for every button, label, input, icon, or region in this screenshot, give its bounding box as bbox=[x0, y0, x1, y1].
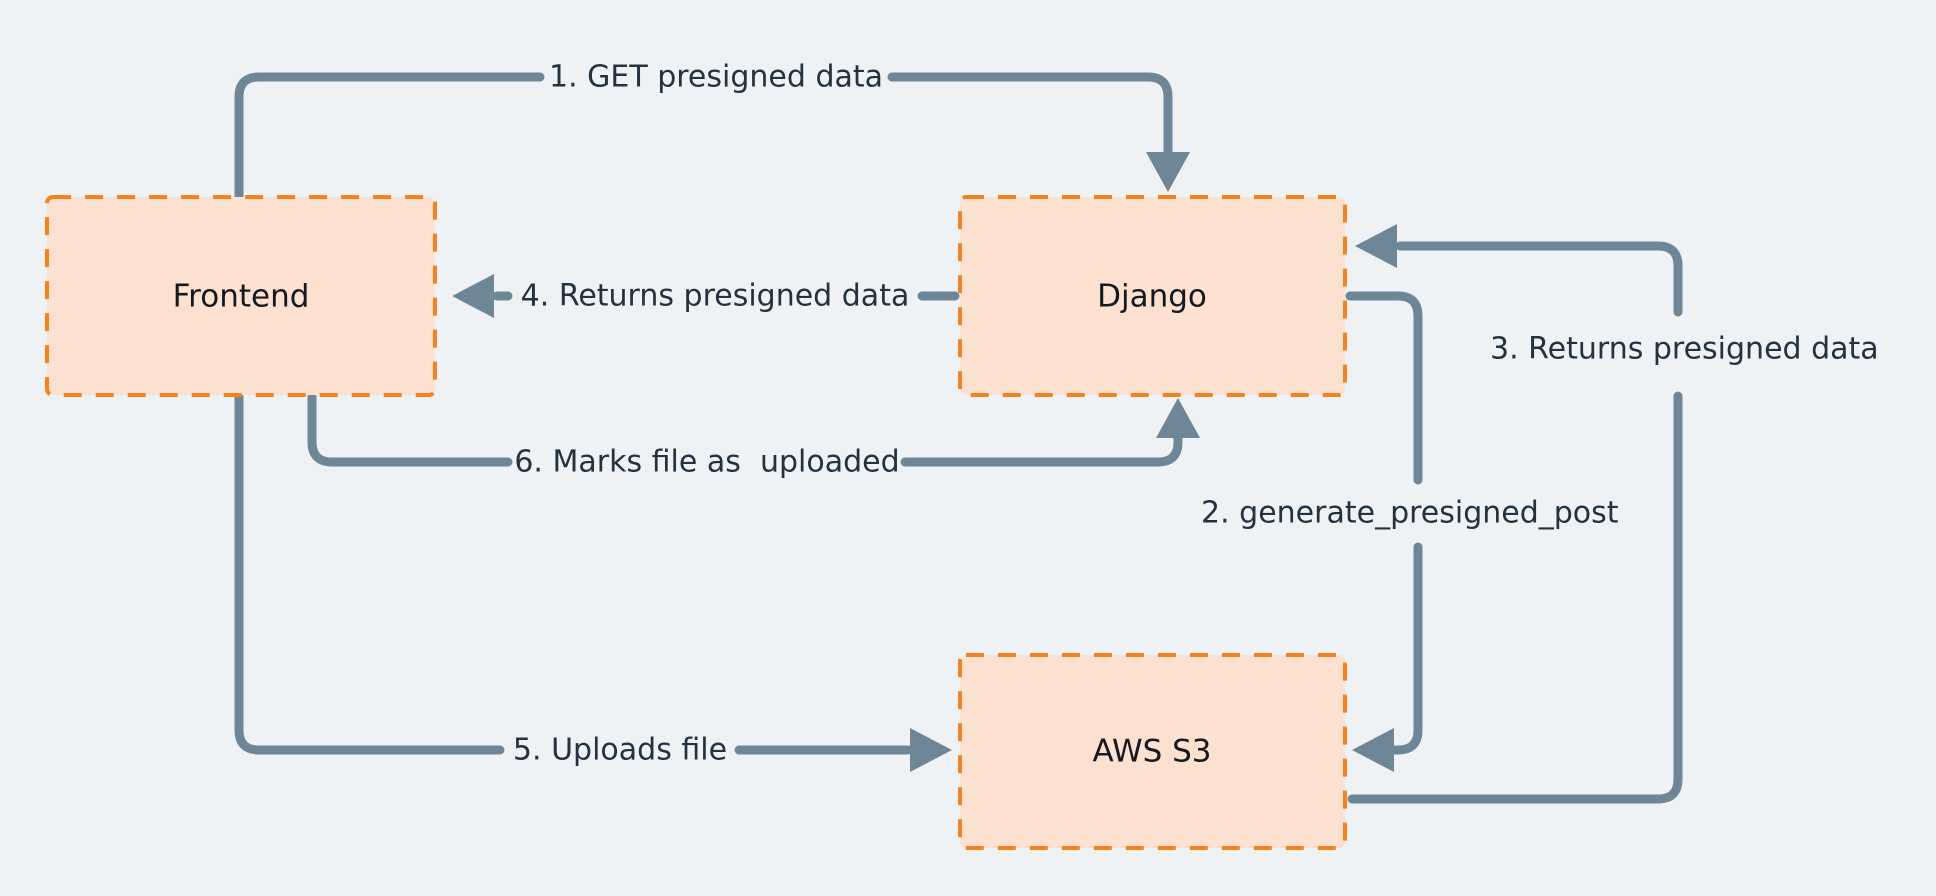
edge-2-segment-top bbox=[1345, 291, 1423, 485]
edge-5-label: 5. Uploads file bbox=[513, 733, 727, 768]
node-aws-s3-box[interactable] bbox=[958, 653, 1347, 850]
node-frontend-box[interactable] bbox=[45, 195, 437, 397]
edge-6-label: 6. Marks file as uploaded bbox=[514, 445, 899, 480]
edge-6-marks-file-as-uploaded: 6. Marks file as uploaded bbox=[307, 392, 1200, 480]
edge-5-uploads-file: 5. Uploads file bbox=[234, 392, 952, 772]
edge-5-arrowhead bbox=[910, 728, 952, 772]
edge-6-segment-left bbox=[307, 392, 513, 467]
edge-3-label: 3. Returns presigned data bbox=[1490, 332, 1879, 367]
node-frontend[interactable]: Frontend bbox=[45, 195, 437, 397]
edge-1-segment-left bbox=[234, 72, 545, 202]
edge-2-arrowhead bbox=[1352, 728, 1394, 772]
edge-1-label: 1. GET presigned data bbox=[549, 60, 883, 95]
edge-6-segment-right bbox=[900, 427, 1183, 467]
edge-4-arrowhead bbox=[452, 274, 494, 318]
edge-1-segment-right bbox=[887, 72, 1173, 165]
edge-1-get-presigned-data: 1. GET presigned data bbox=[234, 60, 1190, 202]
edge-1-arrowhead bbox=[1146, 152, 1190, 192]
node-django[interactable]: Django bbox=[958, 195, 1347, 397]
edge-3-arrowhead bbox=[1355, 224, 1397, 268]
edge-2-segment-bottom bbox=[1383, 542, 1423, 755]
edge-2-label: 2. generate_presigned_post bbox=[1201, 496, 1619, 531]
node-aws-s3-label: AWS S3 bbox=[1092, 734, 1211, 770]
edge-4-label: 4. Returns presigned data bbox=[521, 279, 910, 314]
edge-3-returns-presigned-data: 3. Returns presigned data bbox=[1347, 224, 1879, 804]
node-django-box[interactable] bbox=[958, 195, 1347, 397]
edge-4-returns-presigned-data: 4. Returns presigned data bbox=[452, 274, 960, 318]
edge-5-segment-left bbox=[234, 392, 505, 755]
edge-3-segment-top bbox=[1395, 241, 1683, 317]
edge-3-segment-bottom bbox=[1347, 391, 1683, 804]
node-aws-s3[interactable]: AWS S3 bbox=[958, 653, 1347, 850]
edge-6-arrowhead bbox=[1156, 398, 1200, 438]
node-django-label: Django bbox=[1097, 279, 1207, 315]
node-frontend-label: Frontend bbox=[173, 279, 310, 315]
edge-2-generate-presigned-post: 2. generate_presigned_post bbox=[1201, 291, 1619, 772]
